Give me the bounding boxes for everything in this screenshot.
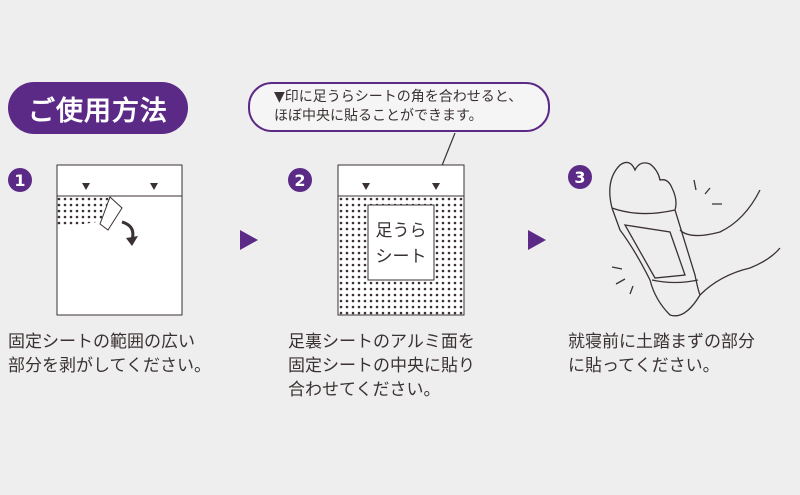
caption-line: 合わせてください。 — [288, 380, 441, 400]
foot-sheet-label: 足うら シート — [368, 218, 434, 270]
page-title: ご使用方法 — [8, 82, 188, 134]
next-arrow-icon — [528, 230, 546, 250]
caption-line: 就寝前に土踏まずの部分 — [568, 332, 755, 352]
step-3-badge: 3 — [568, 165, 592, 189]
caption-line: 足裏シートのアルミ面を — [288, 332, 475, 352]
step-2-caption: 足裏シートのアルミ面を 固定シートの中央に貼り 合わせてください。 — [288, 330, 475, 402]
foot-illustration — [609, 161, 781, 317]
label-line: シート — [375, 247, 427, 267]
step-1-caption: 固定シートの範囲の広い 部分を剥がしてください。 — [8, 330, 211, 378]
tip-callout: ▼印に足うらシートの角を合わせると、 ほぼ中央に貼ることができます。 — [248, 82, 550, 132]
label-line: 足うら — [375, 221, 427, 241]
caption-line: 部分を剥がしてください。 — [8, 356, 211, 376]
step-1-badge: 1 — [8, 168, 32, 192]
caption-line: 固定シートの中央に貼り — [288, 356, 475, 376]
tip-line-1: ▼印に足うらシートの角を合わせると、 — [274, 89, 523, 105]
next-arrow-icon — [240, 230, 258, 250]
caption-line: に貼ってください。 — [568, 356, 720, 376]
step-2-illustration — [337, 164, 465, 316]
caption-line: 固定シートの範囲の広い — [8, 332, 195, 352]
tip-line-2: ほぼ中央に貼ることができます。 — [274, 108, 483, 124]
step-3-caption: 就寝前に土踏まずの部分 に貼ってください。 — [568, 330, 755, 378]
step-1-illustration — [56, 164, 183, 316]
step-2-badge: 2 — [288, 168, 312, 192]
